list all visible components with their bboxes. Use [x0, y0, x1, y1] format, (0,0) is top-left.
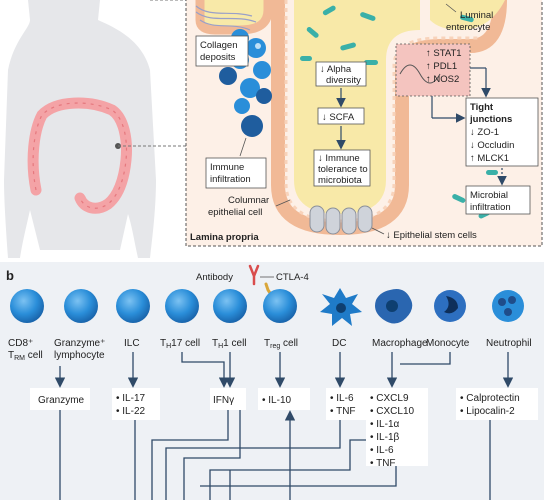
svg-text:diversity: diversity: [326, 75, 361, 86]
collagen-fibres: [195, 5, 257, 31]
il10-box: • IL-10: [258, 388, 310, 410]
th17-label: TH17 cell: [160, 338, 200, 350]
il17-il22-box: • IL-17 • IL-22: [112, 388, 160, 420]
svg-text:TRM cell: TRM cell: [8, 350, 43, 362]
svg-text:infiltration: infiltration: [470, 202, 511, 213]
svg-text:Immune: Immune: [210, 162, 244, 173]
stem-cells: [309, 205, 373, 235]
svg-text:• CXCL9: • CXCL9: [370, 393, 409, 404]
svg-text:tolerance to: tolerance to: [318, 164, 368, 175]
alpha-diversity-label: ↓ Alpha diversity: [315, 61, 367, 87]
svg-text:Collagen: Collagen: [200, 40, 238, 51]
svg-text:• Calprotectin: • Calprotectin: [460, 393, 520, 404]
svg-text:• Lipocalin-2: • Lipocalin-2: [460, 406, 515, 417]
svg-text:Microbial: Microbial: [470, 190, 508, 201]
body-silhouette: [4, 0, 156, 258]
dendritic-cell: [320, 288, 362, 326]
granzyme-box: Granzyme: [30, 388, 90, 410]
antibody-label: Antibody: [196, 272, 233, 283]
cd8-label-2: TRM cell: [8, 350, 43, 362]
svg-text:↓ Immune: ↓ Immune: [318, 153, 360, 164]
svg-text:↑ PDL1: ↑ PDL1: [426, 61, 457, 72]
svg-text:↓ Occludin: ↓ Occludin: [470, 140, 514, 151]
immune-infiltration-label: Immune infiltration: [205, 157, 267, 189]
monocyte-label: Monocyte: [426, 338, 470, 349]
microbial-infiltration-box: Microbial infiltration: [465, 185, 531, 215]
treg-label: Treg cell: [264, 338, 298, 350]
epithelial-stem-label: ↓ Epithelial stem cells: [386, 230, 477, 241]
neutrophil-marker-box: • Calprotectin • Lipocalin-2: [456, 388, 538, 420]
svg-text:↑ NOS2: ↑ NOS2: [426, 74, 459, 85]
svg-text:• TNF: • TNF: [330, 406, 356, 417]
collagen-label: Collagen deposits: [195, 35, 249, 67]
th1-label: TH1 cell: [212, 338, 247, 350]
columnar-cell-label: Columnar epithelial cell: [208, 195, 269, 218]
th17-cell: [165, 289, 199, 323]
svg-text:• IL-22: • IL-22: [116, 406, 146, 417]
svg-text:Tight: Tight: [470, 102, 494, 113]
microbes: [300, 5, 498, 219]
svg-text:• TNF: • TNF: [370, 458, 396, 469]
granzyme-cell-label-2: lymphocyte: [54, 350, 105, 361]
svg-text:• IL-6: • IL-6: [330, 393, 354, 404]
svg-text:• IL-17: • IL-17: [116, 393, 146, 404]
tight-junctions-box: Tight junctions ↓ ZO-1 ↓ Occludin ↑ MLCK…: [465, 97, 539, 167]
svg-text:epithelial cell: epithelial cell: [208, 207, 262, 218]
granzyme-cell-label-1: Granzyme⁺: [54, 338, 105, 349]
svg-text:IFNγ: IFNγ: [213, 395, 234, 406]
luminal-enterocyte-label: Luminal enterocyte: [446, 10, 493, 33]
svg-text:• CXCL10: • CXCL10: [370, 406, 415, 417]
svg-text:enterocyte: enterocyte: [446, 22, 490, 33]
svg-text:• IL-1α: • IL-1α: [370, 419, 400, 430]
svg-text:Granzyme: Granzyme: [38, 395, 85, 406]
ilc-cell: [116, 289, 150, 323]
dc-cytokine-box: • IL-6 • TNF: [326, 388, 370, 420]
svg-text:Luminal: Luminal: [460, 10, 493, 21]
ctla4-label: CTLA-4: [276, 272, 309, 283]
macrophage-label: Macrophage: [372, 338, 428, 349]
neutrophil-cell: [492, 290, 524, 322]
macrophage-cytokine-box: • CXCL9 • CXCL10 • IL-1α • IL-1β • IL-6 …: [366, 388, 428, 469]
svg-text:• IL-1β: • IL-1β: [370, 432, 400, 443]
interferon-signaling-box: ↑ STAT1 ↑ PDL1 ↑ NOS2: [395, 43, 471, 97]
granzyme-lymphocyte-cell: [64, 289, 98, 323]
svg-text:↑ STAT1: ↑ STAT1: [426, 48, 462, 59]
svg-text:↑ MLCK1: ↑ MLCK1: [470, 153, 509, 164]
svg-text:junctions: junctions: [469, 114, 512, 125]
svg-text:Columnar: Columnar: [228, 195, 269, 206]
svg-text:↓ Alpha: ↓ Alpha: [320, 64, 352, 75]
dc-label: DC: [332, 338, 346, 349]
scfa-label: ↓ SCFA: [317, 107, 365, 125]
monocyte-cell: [434, 290, 466, 322]
neutrophil-label: Neutrophil: [486, 338, 532, 349]
svg-text:↓ ZO-1: ↓ ZO-1: [470, 127, 499, 138]
downstream-connectors: [59, 410, 491, 500]
panel-b-letter: b: [6, 268, 14, 283]
macrophage-cell: [375, 289, 413, 324]
cd8-cell: [10, 289, 44, 323]
immune-tolerance-label: ↓ Immune tolerance to microbiota: [313, 149, 371, 187]
ifng-box: IFNγ: [210, 388, 246, 410]
ilc-label: ILC: [124, 338, 140, 349]
th1-cell: [213, 289, 247, 323]
svg-text:• IL-6: • IL-6: [370, 445, 394, 456]
svg-text:deposits: deposits: [200, 52, 236, 63]
svg-text:infiltration: infiltration: [210, 174, 251, 185]
treg-cell: [263, 289, 297, 323]
cell-connectors: [54, 352, 514, 388]
lamina-propria-label: Lamina propria: [190, 232, 259, 243]
cd8-label-1: CD8⁺: [8, 338, 33, 349]
svg-text:↓ SCFA: ↓ SCFA: [322, 112, 355, 123]
svg-text:microbiota: microbiota: [318, 175, 363, 186]
antibody-icon: [248, 264, 260, 286]
svg-text:• IL-10: • IL-10: [262, 395, 292, 406]
